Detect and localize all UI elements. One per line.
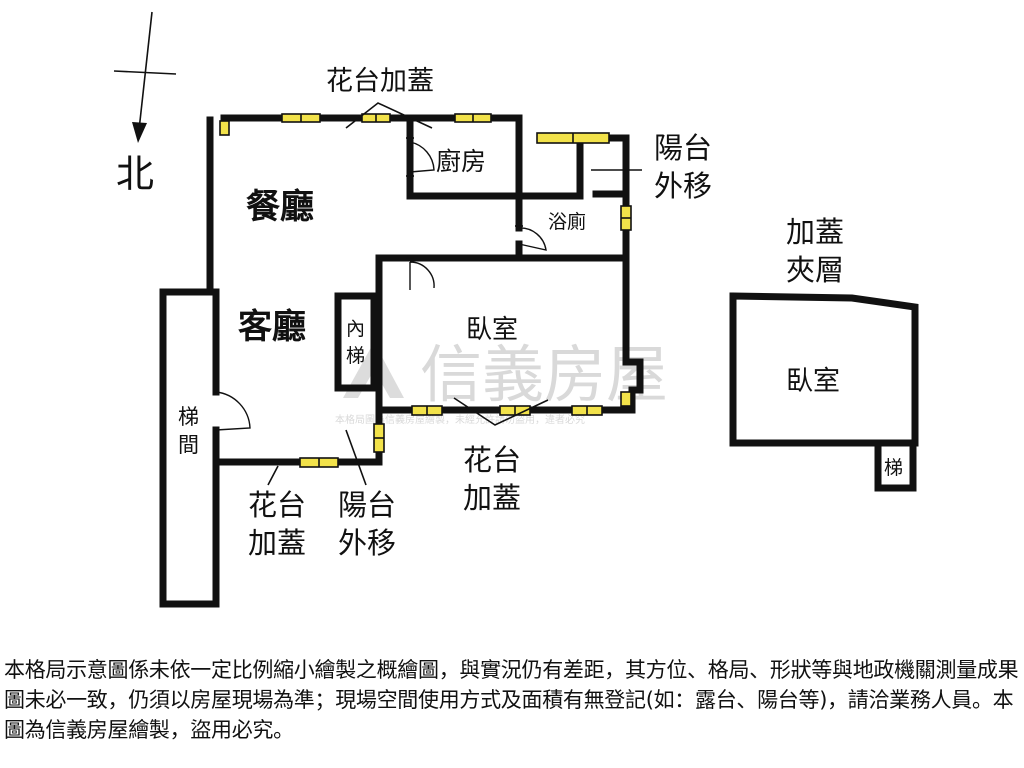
inner-stair-label-1: 內 [346,318,365,340]
stairwell: 梯 間 [159,288,220,608]
room-bedroom: 臥室 [466,315,518,345]
north-arrow-icon [132,122,147,143]
door-kitchen-icon [409,141,435,173]
room-kitchen: 廚房 [436,147,486,176]
disclaimer-text: 本格局示意圖係未依一定比例縮小繪製之概繪圖，與實況仍有差距，其方位、格局、形狀等… [4,658,1019,742]
room-bath: 浴廁 [548,210,586,233]
mezzanine-title-1: 加蓋 [786,215,844,249]
doors [215,137,547,431]
annotation-br-planter-2: 加蓋 [463,481,521,515]
floor-plan: 信義房屋 本格局圖為信義房屋繪製，未經允許請勿盜用，違者必究 北 梯 間 內 梯 [113,11,919,608]
main-walls [206,114,644,466]
mezzanine-title-2: 夾層 [786,253,844,287]
annotation-top-planter: 花台加蓋 [326,66,434,97]
compass: 北 [113,11,177,196]
inner-stair: 內 梯 [334,292,378,392]
room-dining: 餐廳 [246,187,314,227]
inner-stair-label-2: 梯 [346,345,365,367]
door-bedroom-icon [409,261,435,290]
annotations: 花台加蓋 陽台 外移 花台 加蓋 陽台 外移 花台 加蓋 [248,66,712,560]
compass-label: 北 [116,152,154,196]
door-bath-icon [518,227,547,251]
mezzanine-bedroom: 臥室 [786,366,840,397]
stairwell-label-1: 梯 [178,405,199,429]
door-stairwell-icon [215,391,251,431]
windows [219,113,632,468]
annotation-bl-balcony-1: 陽台 [338,488,396,522]
watermark-notice: 本格局圖為信義房屋繪製，未經允許請勿盜用，違者必究 [335,413,585,426]
leader-lines [267,102,642,486]
room-living: 客廳 [238,307,306,347]
stairwell-label-2: 間 [178,433,199,457]
annotation-bl-planter-2: 加蓋 [248,526,306,560]
annotation-bl-balcony-2: 外移 [338,526,396,560]
room-labels: 餐廳 客廳 廚房 浴廁 臥室 [238,147,586,347]
annotation-bl-planter-1: 花台 [248,488,306,522]
mezzanine: 加蓋 夾層 臥室 梯 [729,215,919,492]
annotation-balcony-right-2: 外移 [654,169,712,203]
annotation-br-planter-1: 花台 [463,443,521,477]
mezzanine-stair: 梯 [884,457,903,479]
annotation-balcony-right-1: 陽台 [654,131,712,165]
